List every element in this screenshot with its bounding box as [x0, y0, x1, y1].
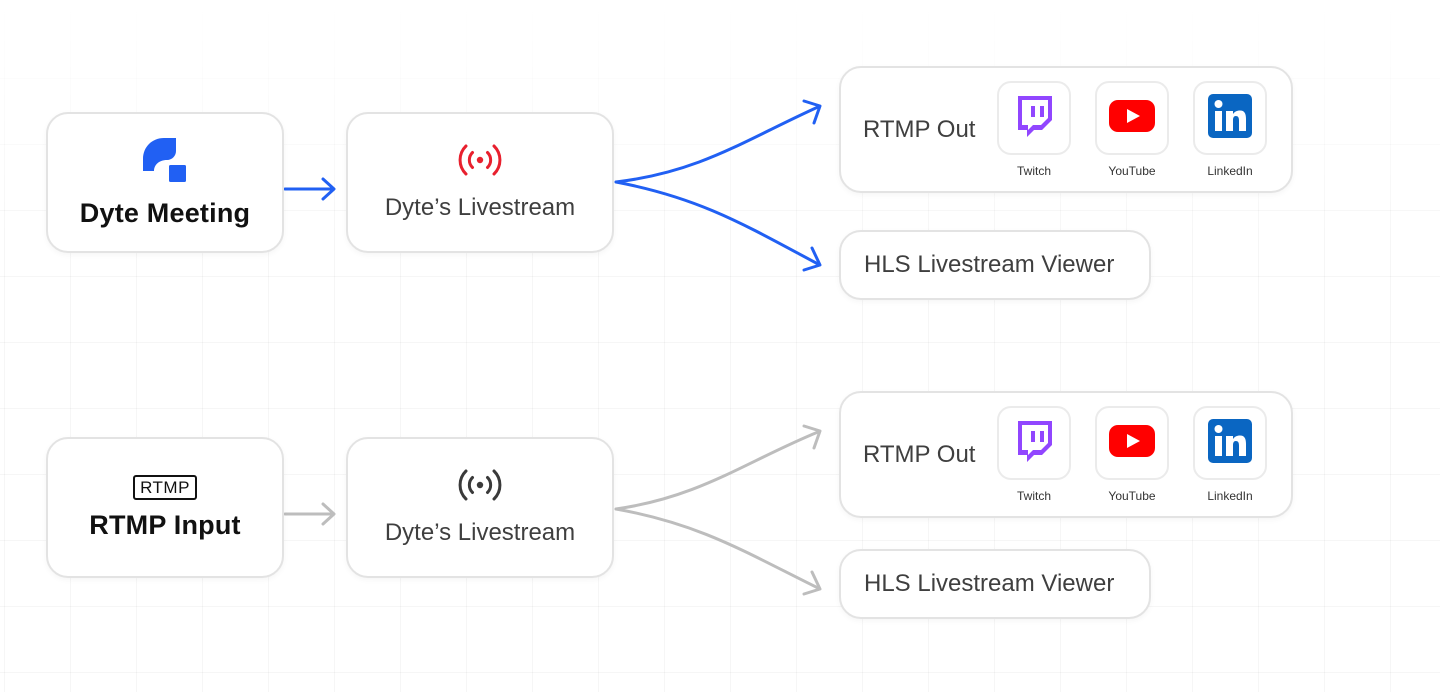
- flow-1-rtmp-arrowhead: [802, 99, 822, 125]
- rtmp-out-title: RTMP Out: [863, 115, 976, 143]
- platform-label: Twitch: [1016, 164, 1051, 178]
- platform-youtube[interactable]: YouTube: [1095, 406, 1169, 503]
- dyte-logo-icon: [142, 137, 188, 188]
- flow-1-hls-branch: [614, 180, 820, 266]
- flow-2-source-arrowhead: [321, 502, 336, 526]
- rtmp-badge-icon: RTMP: [133, 474, 197, 500]
- platform-twitch[interactable]: Twitch: [997, 406, 1071, 503]
- platform-tile[interactable]: [1193, 406, 1267, 480]
- platform-tile[interactable]: [1095, 406, 1169, 480]
- platform-label: LinkedIn: [1207, 489, 1253, 503]
- platform-tile[interactable]: [997, 406, 1071, 480]
- platform-tile[interactable]: [1193, 81, 1267, 155]
- platform-twitch[interactable]: Twitch: [997, 81, 1071, 178]
- youtube-icon: [1109, 99, 1155, 137]
- platform-label: YouTube: [1108, 164, 1156, 178]
- platform-list: Twitch YouTube: [997, 81, 1267, 178]
- rtmp-input-card: RTMP RTMP Input: [46, 437, 284, 578]
- hls-title: HLS Livestream Viewer: [864, 570, 1115, 597]
- flow-1-connectors: [283, 99, 822, 272]
- platform-label: Twitch: [1016, 489, 1051, 503]
- hls-title: HLS Livestream Viewer: [864, 251, 1115, 278]
- source-title: RTMP Input: [89, 509, 241, 540]
- rtmp-out-title: RTMP Out: [863, 440, 976, 468]
- flow-2-rtmp-branch: [614, 430, 820, 511]
- livestream-card: Dyte’s Livestream: [346, 437, 614, 578]
- broadcast-icon: [456, 468, 504, 507]
- linkedin-icon: [1208, 93, 1252, 143]
- flow-2-hls-branch: [614, 507, 820, 590]
- flow-1-hls-arrowhead: [802, 246, 822, 272]
- hls-viewer-card: HLS Livestream Viewer: [839, 230, 1151, 300]
- platform-youtube[interactable]: YouTube: [1095, 81, 1169, 178]
- hls-viewer-card: HLS Livestream Viewer: [839, 549, 1151, 619]
- rtmp-out-card: RTMP Out Twitch: [839, 391, 1293, 518]
- flow-1-source-arrowhead: [321, 177, 336, 201]
- platform-linkedin[interactable]: LinkedIn: [1193, 81, 1267, 178]
- linkedin-icon: [1208, 418, 1252, 468]
- twitch-icon: [1014, 95, 1054, 142]
- flow-2-rtmp-arrowhead: [802, 424, 822, 450]
- dyte-meeting-card: Dyte Meeting: [46, 112, 284, 253]
- platform-linkedin[interactable]: LinkedIn: [1193, 406, 1267, 503]
- livestream-title: Dyte’s Livestream: [384, 519, 576, 546]
- platform-tile[interactable]: [1095, 81, 1169, 155]
- flow-1-rtmp-branch: [614, 105, 820, 184]
- youtube-icon: [1109, 424, 1155, 462]
- livestream-card: Dyte’s Livestream: [346, 112, 614, 253]
- platform-label: YouTube: [1108, 489, 1156, 503]
- twitch-icon: [1014, 420, 1054, 467]
- source-title: Dyte Meeting: [79, 197, 251, 228]
- flow-2-connectors: [283, 424, 822, 596]
- livestream-title: Dyte’s Livestream: [384, 194, 576, 221]
- rtmp-out-card: RTMP Out Twitch: [839, 66, 1293, 193]
- broadcast-icon: [456, 143, 504, 182]
- platform-list: Twitch YouTube: [997, 406, 1267, 503]
- platform-tile[interactable]: [997, 81, 1071, 155]
- flow-2-hls-arrowhead: [802, 570, 822, 596]
- platform-label: LinkedIn: [1207, 164, 1253, 178]
